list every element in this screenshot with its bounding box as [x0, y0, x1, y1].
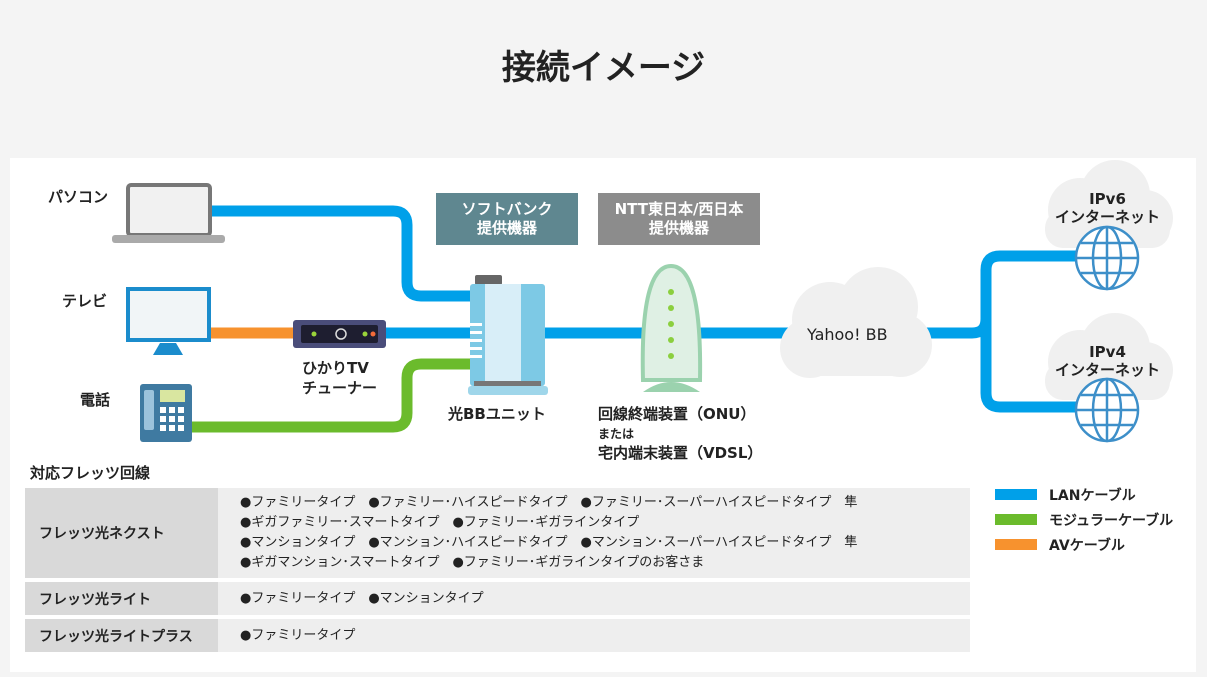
legend-item-av: AVケーブル [995, 532, 1173, 557]
table-row: フレッツ光ネクスト ●ファミリータイプ ●ファミリー･ハイスピードタイプ ●ファ… [25, 488, 970, 578]
row-types: ●ファミリータイプ ●マンションタイプ [218, 582, 970, 615]
row-name: フレッツ光ライトプラス [25, 619, 218, 652]
lan-swatch [995, 489, 1037, 500]
row-name: フレッツ光ネクスト [25, 488, 218, 578]
tuner-label: ひかりTV チューナー [302, 358, 377, 398]
modular-swatch [995, 514, 1037, 525]
tuner-label-line2: チューナー [302, 379, 378, 397]
table-row: フレッツ光ライトプラス ●ファミリータイプ [25, 619, 970, 652]
type-line: ●ファミリータイプ ●ファミリー･ハイスピードタイプ ●ファミリー･スーパーハイ… [240, 495, 858, 510]
lan-cable-pc [210, 205, 472, 302]
tuner-label-line1: ひかりTV [302, 359, 369, 377]
tv-icon [126, 287, 211, 355]
row-name: フレッツ光ライト [25, 582, 218, 615]
av-swatch [995, 539, 1037, 550]
lan-cable-internet [925, 250, 1080, 413]
ntt-box-line1: NTT東日本/西日本 [614, 200, 744, 218]
phone-label: 電話 [80, 391, 111, 409]
phone-icon [140, 384, 192, 442]
ipv6-label-line1: IPv6 [1089, 190, 1126, 208]
type-line: ●ギガファミリー･スマートタイプ ●ファミリー･ギガラインタイプ [240, 515, 640, 530]
ntt-box-line2: 提供機器 [648, 219, 709, 237]
flets-heading: 対応フレッツ回線 [30, 464, 151, 482]
cable-legend: LANケーブル モジュラーケーブル AVケーブル [995, 482, 1173, 557]
flets-table: フレッツ光ネクスト ●ファミリータイプ ●ファミリー･ハイスピードタイプ ●ファ… [25, 484, 970, 656]
softbank-equipment-box: ソフトバンク提供機器 [436, 193, 578, 245]
type-line: ●ギガマンション･スマートタイプ ●ファミリー･ギガラインタイプのお客さま [240, 555, 705, 570]
yahoo-bb-label: Yahoo! BB [807, 325, 888, 344]
type-line: ●マンションタイプ ●マンション･ハイスピードタイプ ●マンション･スーパーハイ… [240, 535, 858, 550]
globe-icon-ipv4 [1074, 377, 1140, 443]
ntt-equipment-box: NTT東日本/西日本提供機器 [598, 193, 760, 245]
ipv4-label-line2: インターネット [1054, 361, 1160, 379]
tv-label: テレビ [62, 292, 108, 310]
bb-unit-icon [468, 275, 548, 395]
row-types: ●ファミリータイプ [218, 619, 970, 652]
onu-icon [640, 263, 703, 392]
legend-label: モジュラーケーブル [1049, 512, 1174, 529]
row-types: ●ファミリータイプ ●ファミリー･ハイスピードタイプ ●ファミリー･スーパーハイ… [218, 488, 970, 578]
laptop-icon [112, 183, 225, 243]
softbank-box-line1: ソフトバンク [461, 200, 553, 218]
legend-label: AVケーブル [1049, 537, 1125, 554]
onu-or-label: または [598, 427, 635, 441]
page-title: 接続イメージ [501, 48, 706, 88]
ipv4-label-line1: IPv4 [1089, 343, 1126, 361]
bb-unit-label: 光BBユニット [448, 405, 546, 423]
onu-label: 回線終端装置（ONU） [598, 405, 756, 423]
legend-item-modular: モジュラーケーブル [995, 507, 1173, 532]
tv-tuner-icon [293, 320, 386, 348]
legend-label: LANケーブル [1049, 487, 1136, 504]
softbank-box-line2: 提供機器 [476, 219, 537, 237]
legend-item-lan: LANケーブル [995, 482, 1173, 507]
pc-label: パソコン [48, 188, 109, 206]
type-line: ●ファミリータイプ [240, 627, 356, 643]
vdsl-label: 宅内端末装置（VDSL） [598, 444, 763, 462]
ipv6-label-line2: インターネット [1054, 208, 1160, 226]
type-line: ●ファミリータイプ ●マンションタイプ [240, 590, 484, 606]
table-row: フレッツ光ライト ●ファミリータイプ ●マンションタイプ [25, 582, 970, 615]
globe-icon-ipv6 [1074, 225, 1140, 291]
modular-cable-phone [192, 358, 472, 433]
ipv4-cloud-icon [1045, 313, 1173, 400]
yahoo-cloud-icon [780, 267, 932, 378]
